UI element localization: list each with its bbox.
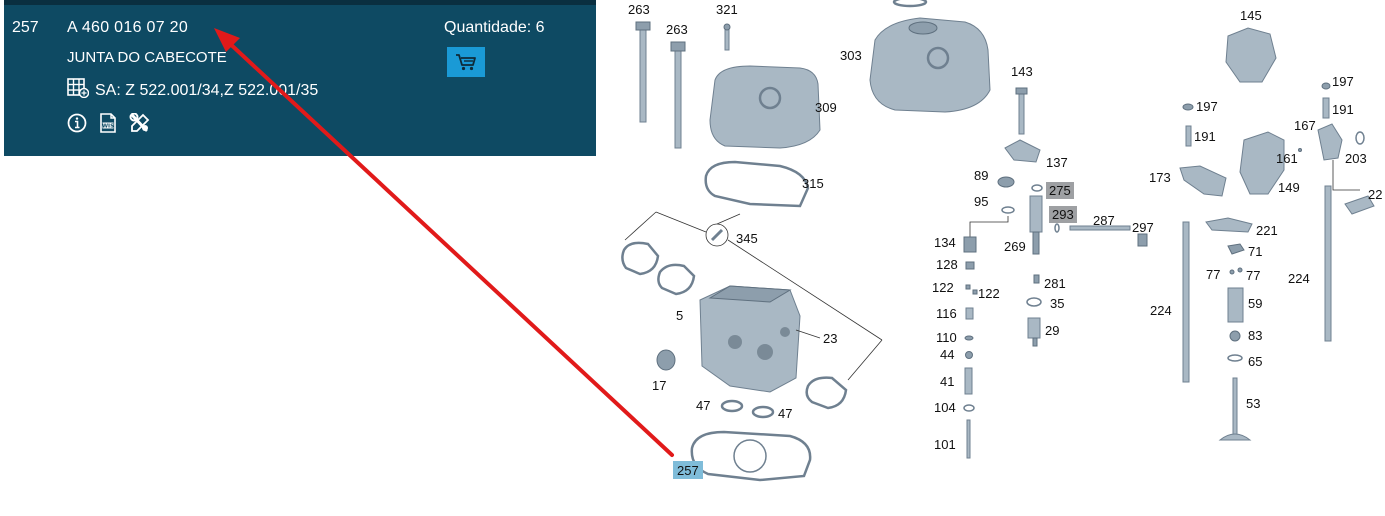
tool-345[interactable] — [624, 211, 883, 381]
label-77b: 77 — [1246, 268, 1260, 283]
label-287: 287 — [1093, 213, 1115, 228]
cover-gasket-315[interactable] — [704, 160, 810, 208]
label-22: 22 — [1368, 187, 1382, 202]
head-bolts — [635, 21, 731, 149]
cylinder-head-5[interactable] — [699, 285, 801, 393]
position-number: 257 — [12, 19, 39, 36]
label-95: 95 — [974, 194, 988, 209]
label-104: 104 — [934, 400, 956, 415]
leader-23 — [795, 329, 821, 339]
small-gasket-left[interactable] — [621, 241, 660, 276]
seal-ring-47b[interactable] — [751, 405, 775, 419]
part-number[interactable]: A 460 016 07 20 — [67, 19, 189, 36]
rocker-cover-303[interactable] — [869, 0, 991, 113]
svg-text:WIS: WIS — [102, 124, 114, 130]
label-137: 137 — [1046, 155, 1068, 170]
label-263a: 263 — [628, 2, 650, 17]
part-description: JUNTA DO CABECOTE — [67, 49, 227, 66]
label-197b: 197 — [1196, 99, 1218, 114]
sa-row: SA: Z 522.001/34,Z 522.001/35 — [67, 78, 318, 103]
label-77a: 77 — [1206, 267, 1220, 282]
label-145: 145 — [1240, 8, 1262, 23]
label-71: 71 — [1248, 244, 1262, 259]
label-128: 128 — [936, 257, 958, 272]
action-icons: WIS — [67, 112, 151, 138]
label-149: 149 — [1278, 180, 1300, 195]
label-269: 269 — [1004, 239, 1026, 254]
label-224a: 224 — [1288, 271, 1310, 286]
part-info-panel: 257 A 460 016 07 20 JUNTA DO CABECOTE SA… — [4, 0, 596, 156]
label-47b: 47 — [778, 406, 792, 421]
label-345: 345 — [736, 231, 758, 246]
label-110: 110 — [936, 330, 957, 345]
label-44: 44 — [940, 347, 954, 362]
label-116: 116 — [936, 306, 957, 321]
plug-17[interactable] — [656, 349, 676, 371]
label-101: 101 — [934, 437, 956, 452]
label-221: 221 — [1256, 223, 1278, 238]
label-173: 173 — [1149, 170, 1171, 185]
info-icon[interactable] — [67, 113, 87, 138]
label-275: 275 — [1049, 183, 1071, 198]
injector-parts — [963, 87, 1148, 459]
label-203: 203 — [1345, 151, 1367, 166]
label-161: 161 — [1276, 151, 1298, 166]
cart-icon — [456, 54, 476, 71]
label-35: 35 — [1050, 296, 1064, 311]
label-83: 83 — [1248, 328, 1262, 343]
label-47a: 47 — [696, 398, 710, 413]
label-191b: 191 — [1194, 129, 1216, 144]
label-297: 297 — [1132, 220, 1154, 235]
label-143: 143 — [1011, 64, 1033, 79]
label-197a: 197 — [1332, 74, 1354, 89]
label-29: 29 — [1045, 323, 1059, 338]
label-122b: 122 — [978, 286, 1000, 301]
label-263b: 263 — [666, 22, 688, 37]
valve-train-parts — [1179, 27, 1375, 441]
table-grid-icon[interactable] — [67, 78, 90, 103]
repair-tools-icon[interactable] — [129, 112, 151, 138]
label-53: 53 — [1246, 396, 1260, 411]
small-gasket-right[interactable] — [805, 376, 848, 410]
label-41: 41 — [940, 374, 954, 389]
label-257: 257 — [677, 463, 699, 478]
label-134: 134 — [934, 235, 956, 250]
label-59: 59 — [1248, 296, 1262, 311]
label-23: 23 — [823, 331, 837, 346]
label-89: 89 — [974, 168, 988, 183]
wis-document-icon[interactable]: WIS — [99, 113, 117, 138]
label-321: 321 — [716, 2, 738, 17]
quantity-label: Quantidade: 6 — [444, 19, 545, 36]
add-to-cart-button[interactable] — [447, 47, 485, 77]
label-17: 17 — [652, 378, 666, 393]
label-191a: 191 — [1332, 102, 1354, 117]
label-167: 167 — [1294, 118, 1316, 133]
label-303: 303 — [840, 48, 862, 63]
position-labels: 263 263 321 303 309 315 345 5 23 17 47 4… — [628, 2, 1382, 479]
label-65: 65 — [1248, 354, 1262, 369]
small-gasket-mid[interactable] — [657, 263, 696, 296]
exploded-parts-diagram: 263 263 321 303 309 315 345 5 23 17 47 4… — [621, 0, 1382, 482]
label-315: 315 — [802, 176, 824, 191]
label-122a: 122 — [932, 280, 954, 295]
label-5: 5 — [676, 308, 683, 323]
seal-ring-47a[interactable] — [720, 399, 744, 413]
label-309: 309 — [815, 100, 837, 115]
sa-codes: SA: Z 522.001/34,Z 522.001/35 — [95, 81, 319, 99]
rocker-cover-309[interactable] — [709, 65, 821, 149]
label-281: 281 — [1044, 276, 1066, 291]
label-224b: 224 — [1150, 303, 1172, 318]
label-293: 293 — [1052, 207, 1074, 222]
